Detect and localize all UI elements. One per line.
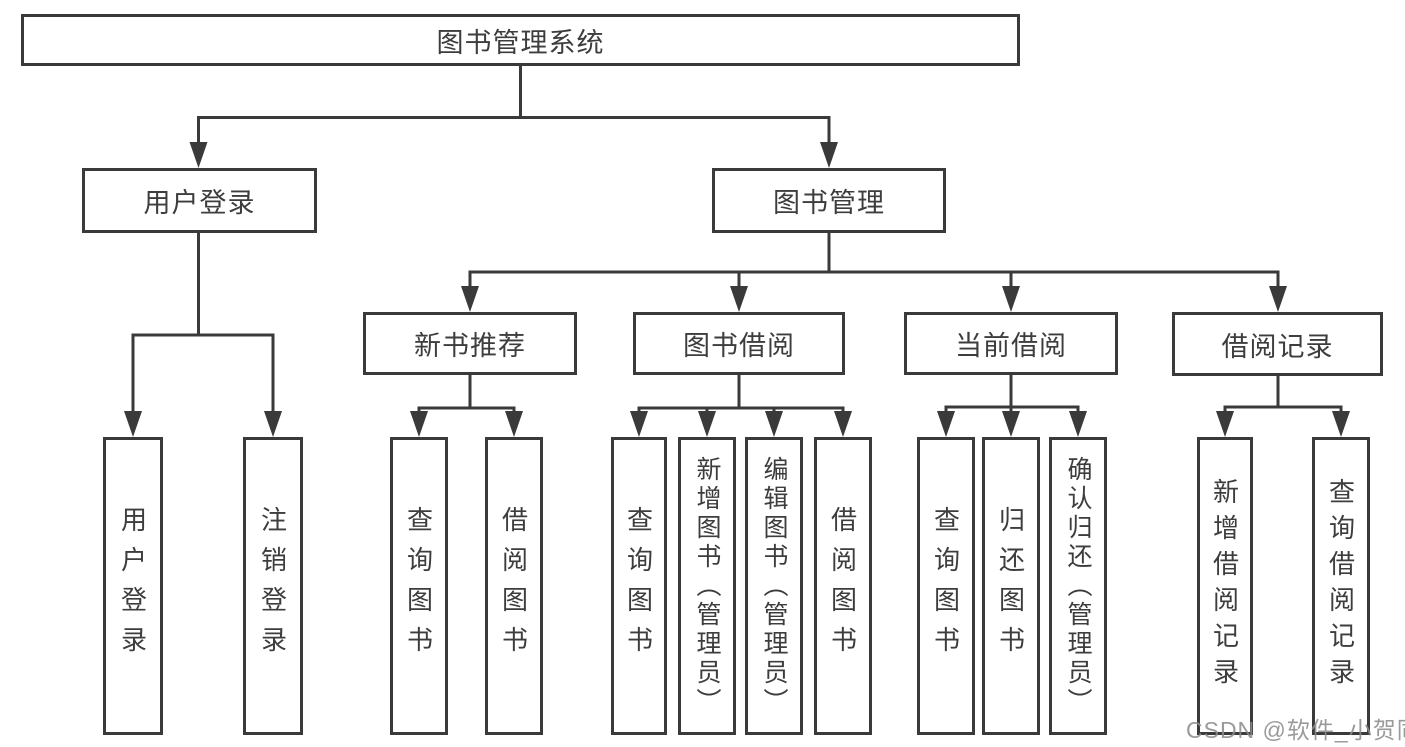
leaf-query-borrow-record: 查询借阅记录 — [1312, 437, 1370, 735]
leaf-edit-book-admin: 编辑图书（管理员） — [745, 437, 803, 735]
leaf-query-books-current-label: 查询图书 — [930, 506, 961, 666]
node-user-login: 用户登录 — [82, 168, 317, 233]
connector-current-borrowing-fork — [937, 375, 1087, 437]
leaf-borrow-books-recommend-label: 借阅图书 — [498, 506, 529, 666]
node-borrow-records-label: 借阅记录 — [1221, 331, 1334, 362]
leaf-query-books-recommend: 查询图书 — [390, 437, 448, 735]
leaf-query-books-recommend-label: 查询图书 — [403, 506, 434, 666]
leaf-confirm-return-admin: 确认归还（管理员） — [1049, 437, 1107, 735]
connector-new-book-fork — [410, 375, 523, 437]
node-user-login-label: 用户登录 — [143, 188, 256, 218]
leaf-return-book: 归还图书 — [982, 437, 1040, 735]
leaf-logout: 注销登录 — [243, 437, 303, 735]
leaf-confirm-return-admin-label: 确认归还（管理员） — [1064, 455, 1092, 717]
node-current-borrowing-label: 当前借阅 — [955, 331, 1067, 361]
node-current-borrowing: 当前借阅 — [904, 312, 1118, 375]
leaf-borrow-books-recommend: 借阅图书 — [485, 437, 543, 735]
leaf-borrow-books-borrowing: 借阅图书 — [814, 437, 872, 735]
connector-book-management-fork — [461, 233, 1287, 312]
leaf-return-book-label: 归还图书 — [995, 506, 1026, 666]
leaf-add-borrow-record-label: 新增借阅记录 — [1209, 478, 1240, 694]
watermark-text: CSDN @软件_小贺同学 — [1186, 717, 1405, 743]
node-new-book-recommend: 新书推荐 — [363, 312, 577, 375]
leaf-add-book-admin-label: 新增图书（管理员） — [693, 455, 721, 717]
connector-root-fork — [189, 66, 838, 168]
connector-book-borrowing-fork — [630, 375, 852, 437]
leaf-borrow-books-borrowing-label: 借阅图书 — [827, 506, 858, 666]
leaf-query-books-borrowing: 查询图书 — [611, 437, 667, 735]
node-book-management: 图书管理 — [712, 168, 946, 233]
connector-user-login-fork — [124, 233, 282, 437]
leaf-query-books-current: 查询图书 — [917, 437, 975, 735]
node-root-label: 图书管理系统 — [436, 27, 605, 58]
leaf-user-login: 用户登录 — [103, 437, 163, 735]
node-book-borrowing: 图书借阅 — [633, 312, 845, 375]
leaf-query-borrow-record-label: 查询借阅记录 — [1325, 478, 1356, 694]
node-book-management-label: 图书管理 — [773, 188, 885, 218]
connector-borrow-records-fork — [1216, 376, 1350, 437]
leaf-query-books-borrowing-label: 查询图书 — [623, 506, 654, 666]
node-root: 图书管理系统 — [21, 14, 1020, 66]
leaf-user-login-label: 用户登录 — [117, 506, 148, 666]
node-new-book-recommend-label: 新书推荐 — [414, 331, 526, 361]
leaf-add-borrow-record: 新增借阅记录 — [1197, 437, 1253, 735]
node-borrow-records: 借阅记录 — [1172, 312, 1383, 376]
node-book-borrowing-label: 图书借阅 — [683, 331, 795, 361]
leaf-logout-label: 注销登录 — [257, 506, 288, 666]
leaf-add-book-admin: 新增图书（管理员） — [678, 437, 736, 735]
leaf-edit-book-admin-label: 编辑图书（管理员） — [760, 455, 788, 717]
